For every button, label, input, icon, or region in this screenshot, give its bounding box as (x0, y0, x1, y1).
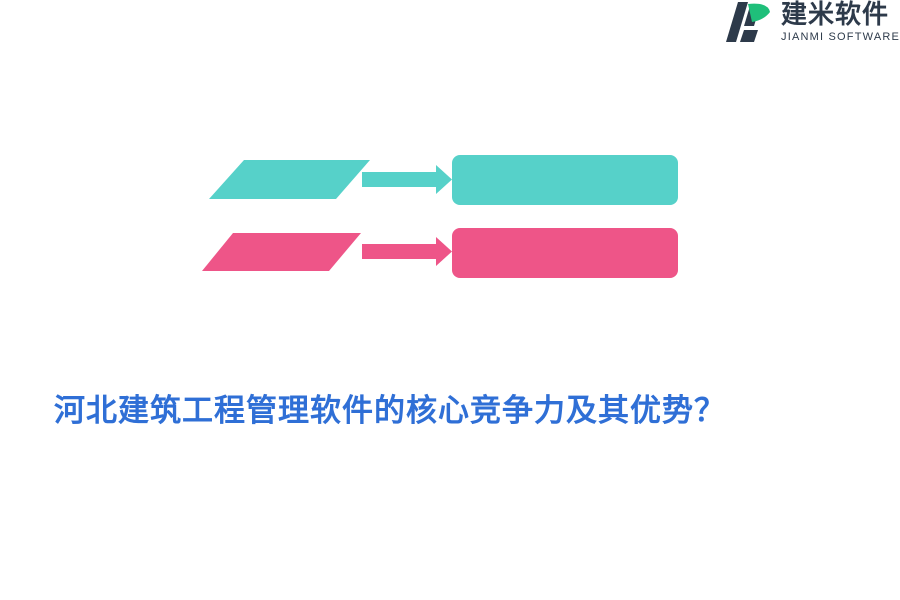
logo-english-name: JIANMI SOFTWARE (781, 31, 900, 43)
row-1-box (452, 155, 678, 205)
row-2-box (452, 228, 678, 278)
row-2-parallelogram (202, 233, 361, 271)
row-1-parallelogram (209, 160, 370, 199)
row-2-arrow-icon (362, 237, 452, 266)
logo-chinese-name: 建米软件 (781, 0, 890, 30)
diagram-row-2 (202, 228, 678, 278)
brand-logo: 建米软件 JIANMI SOFTWARE (724, 0, 900, 46)
diagram-row-1 (209, 155, 678, 205)
jianmi-logo-icon (726, 2, 770, 42)
page-title: 河北建筑工程管理软件的核心竞争力及其优势？ (54, 393, 726, 429)
row-1-arrow-icon (362, 165, 452, 194)
